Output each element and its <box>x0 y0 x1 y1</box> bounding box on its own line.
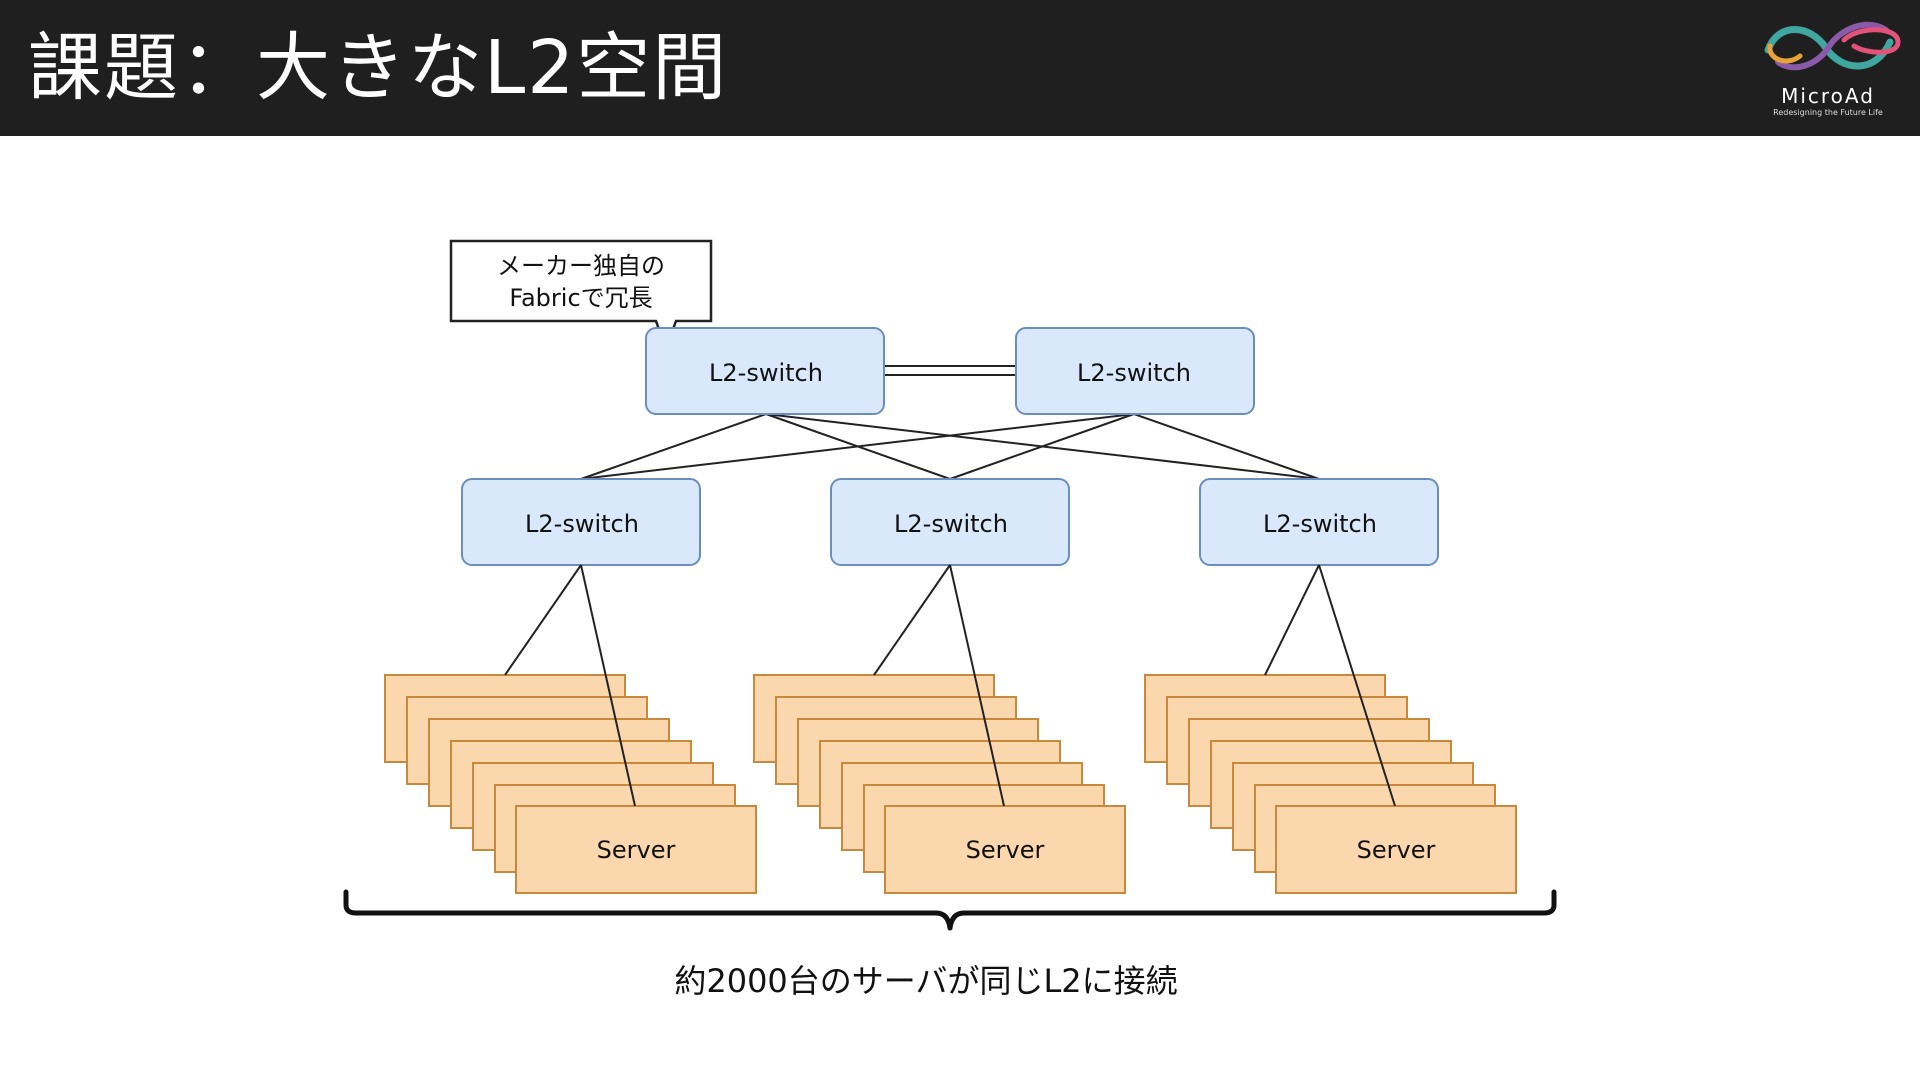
server-stack-1 <box>384 674 757 894</box>
core-switch-2: L2-switch <box>1015 327 1255 415</box>
server-link-line <box>1318 564 1396 807</box>
server-front-box <box>1275 805 1517 894</box>
logo-tagline: Redesigning the Future Life <box>1773 108 1883 117</box>
diagram-caption: 約2000台のサーバが同じL2に接続 <box>674 962 1177 1000</box>
grouping-brace <box>343 889 1557 931</box>
callout-text-line1: メーカー独自の <box>497 252 665 280</box>
fabric-link <box>884 365 1016 376</box>
microad-logo: MicroAd Redesigning the Future Life <box>1748 12 1908 124</box>
switch-label: L2-switch <box>1263 510 1377 538</box>
callout-text-line2: Fabricで冗長 <box>509 284 652 312</box>
server-link-line <box>949 564 1005 807</box>
header-bar: 課題：大きなL2空間 MicroAd Redesigning the Futur… <box>0 0 1920 136</box>
access-switch-2: L2-switch <box>830 478 1070 566</box>
server-label: Server <box>597 836 676 864</box>
uplink-line <box>1133 413 1320 480</box>
uplink-line <box>580 413 1135 480</box>
switch-label: L2-switch <box>709 359 823 387</box>
server-link-line <box>1264 564 1320 676</box>
infinity-logo-icon <box>1764 21 1901 71</box>
server-link-lines <box>504 564 1396 807</box>
switch-label: L2-switch <box>525 510 639 538</box>
switch-label: L2-switch <box>894 510 1008 538</box>
server-label: Server <box>1357 836 1436 864</box>
server-front-box <box>515 805 757 894</box>
uplink-line <box>949 413 1135 480</box>
switch-label: L2-switch <box>1077 359 1191 387</box>
access-switch-1: L2-switch <box>461 478 701 566</box>
logo-name: MicroAd <box>1781 84 1875 108</box>
server-stack-3 <box>1144 674 1517 894</box>
uplink-lines <box>580 413 1320 480</box>
server-front-box <box>884 805 1126 894</box>
server-link-line <box>873 564 951 676</box>
core-switch-1: L2-switch <box>645 327 885 415</box>
server-stack-2 <box>753 674 1126 894</box>
server-link-line <box>580 564 636 807</box>
uplink-line <box>580 413 767 480</box>
slide-title: 課題：大きなL2空間 <box>28 25 729 111</box>
fabric-callout: メーカー独自の Fabricで冗長 <box>449 239 713 353</box>
server-label: Server <box>966 836 1045 864</box>
access-switch-3: L2-switch <box>1199 478 1439 566</box>
server-link-line <box>504 564 582 676</box>
